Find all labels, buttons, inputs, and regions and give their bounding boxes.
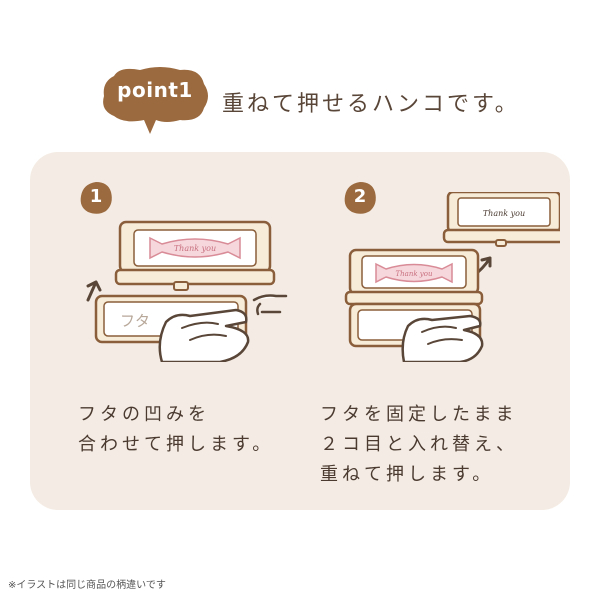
pointing-hand-icon xyxy=(252,294,288,316)
stamp-illustration-2: Thank you Thank you xyxy=(344,192,560,362)
stamp-design-text: Thank you xyxy=(483,209,525,218)
footnote: ※イラストは同じ商品の柄違いです xyxy=(8,580,166,591)
step-2: 2 Thank you Thank you xyxy=(300,152,570,510)
step-1: 1 Thank you フタ xyxy=(30,152,300,510)
speech-bubble-icon xyxy=(103,67,208,134)
second-stamp: Thank you xyxy=(442,192,560,247)
instruction-panel: 1 Thank you フタ xyxy=(30,152,570,510)
blob-icon xyxy=(344,182,376,214)
page-title: 重ねて押せるハンコです。 xyxy=(222,92,520,117)
step-1-caption: フタの凹みを 合わせて押します。 xyxy=(78,404,275,455)
stamp-design-text: Thank you xyxy=(395,270,432,278)
stamp-body: Thank you xyxy=(114,220,276,291)
stamp-illustration-1: Thank you フタ xyxy=(86,220,288,362)
stamp-design-text: Thank you xyxy=(174,244,216,253)
lid-label: フタ xyxy=(120,312,150,330)
point-header: point1 重ねて押せるハンコです。 xyxy=(100,66,520,136)
hand-icon xyxy=(158,308,250,362)
point-badge: point1 xyxy=(117,78,193,102)
step-2-caption: フタを固定したまま ２コ目と入れ替え、 重ねて押します。 xyxy=(320,404,518,485)
step-number-badge: 2 xyxy=(342,180,378,216)
blob-icon xyxy=(80,182,112,214)
step-number-badge: 1 xyxy=(78,180,114,216)
arrow-up-icon xyxy=(86,280,102,302)
stamp-body: Thank you xyxy=(344,248,484,306)
hand-icon xyxy=(401,314,484,362)
